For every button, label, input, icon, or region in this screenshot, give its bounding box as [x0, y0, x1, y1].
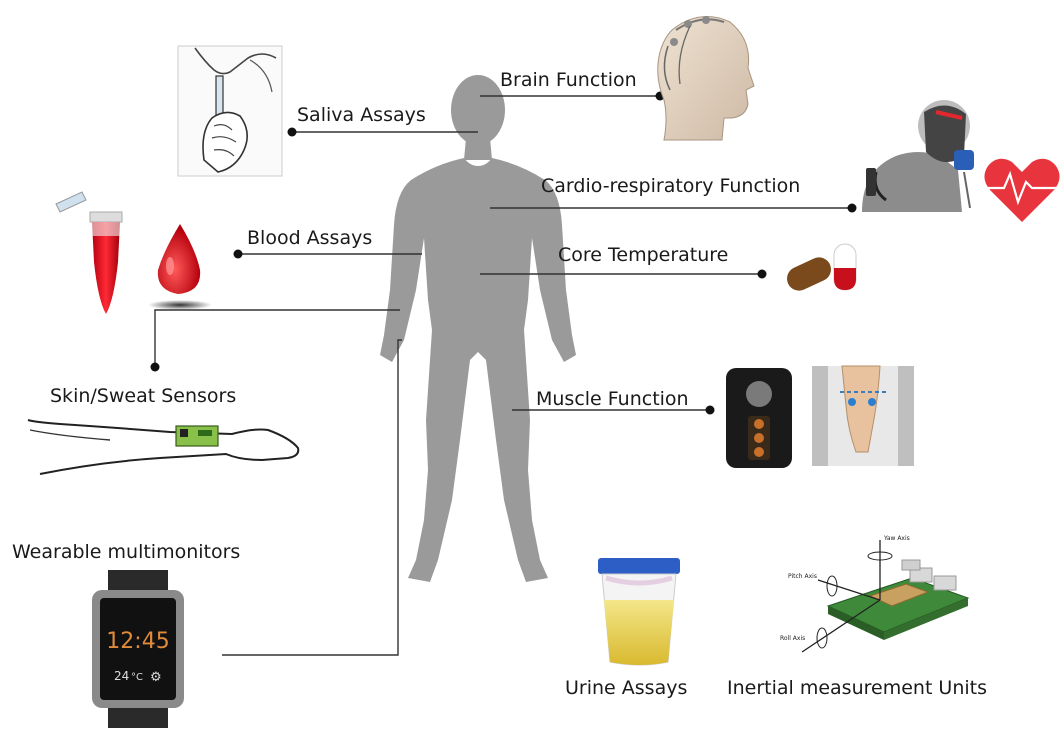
- human-body-silhouette: [380, 75, 576, 582]
- temperature-pill-capsules: [783, 244, 856, 295]
- imu-roll-axis-label: Roll Axis: [780, 635, 805, 642]
- saliva-collection-illustration: [178, 46, 282, 176]
- imu-circuit-board: Yaw Axis Pitch Axis Roll Axis: [780, 535, 968, 652]
- connector-skin: [155, 310, 400, 367]
- respiratory-mask-illustration: [862, 100, 974, 212]
- watch-time: 12:45: [106, 629, 169, 654]
- label-imu: Inertial measurement Units: [727, 677, 987, 699]
- label-core-temperature: Core Temperature: [558, 244, 728, 266]
- label-wearable-multimonitors: Wearable multimonitors: [12, 541, 240, 563]
- heart-icon: [984, 159, 1059, 222]
- label-skin-sweat-sensors: Skin/Sweat Sensors: [50, 385, 236, 407]
- leg-with-emg-electrodes: [812, 366, 914, 466]
- label-urine-assays: Urine Assays: [565, 677, 687, 699]
- head-with-electrodes-illustration: [658, 16, 754, 140]
- watch-temperature-unit: °C: [131, 672, 143, 683]
- label-blood-assays: Blood Assays: [247, 227, 372, 249]
- urine-sample-cup: [598, 558, 680, 665]
- blood-drop-icon: [148, 224, 212, 310]
- gear-icon: ⚙: [150, 670, 162, 685]
- label-cardio-function: Cardio-respiratory Function: [541, 175, 800, 197]
- label-saliva-assays: Saliva Assays: [297, 104, 426, 126]
- imu-yaw-axis-label: Yaw Axis: [883, 535, 910, 542]
- label-brain-function: Brain Function: [500, 69, 637, 91]
- label-muscle-function: Muscle Function: [536, 388, 689, 410]
- emg-sensor-device: [726, 368, 792, 468]
- arm-with-sweat-sensor: [28, 420, 298, 474]
- watch-temperature: 24: [114, 669, 129, 683]
- smartwatch-icon: 12:45 24 °C ⚙: [92, 570, 184, 728]
- blood-tube-icon: [56, 192, 122, 314]
- imu-pitch-axis-label: Pitch Axis: [788, 573, 817, 580]
- connector-wearable: [222, 340, 402, 655]
